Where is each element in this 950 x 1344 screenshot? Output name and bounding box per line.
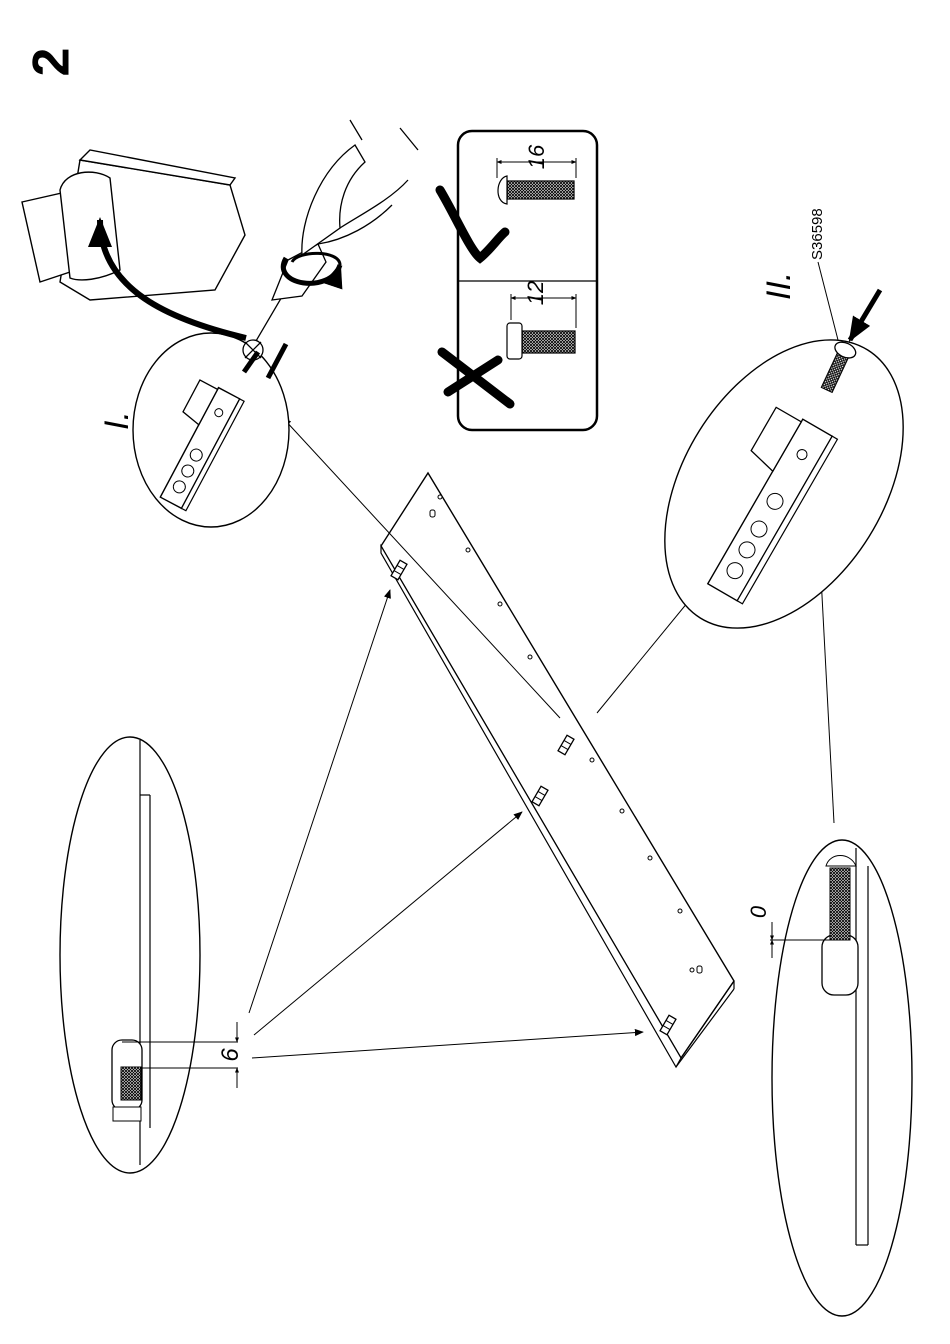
detail-2-callout: [615, 290, 950, 671]
offset-dimension-value: 6: [217, 1048, 244, 1062]
screwdriver-hand: [243, 120, 418, 360]
part-code-leader: [818, 262, 838, 340]
waste-bin-icon: [22, 150, 245, 300]
arrow-to-detail-2: [597, 591, 697, 713]
detail-gap-callout: [772, 840, 912, 1316]
correct-screw-length: 16: [524, 144, 549, 169]
step-number: 2: [23, 48, 81, 77]
arrow-to-top-bracket: [249, 590, 390, 1013]
step-number-text: 2: [23, 48, 81, 77]
arrow-to-mid-bracket: [254, 812, 522, 1035]
detail-offset-callout: [60, 737, 200, 1173]
detail-1-label: I.: [98, 411, 136, 430]
detail-1-callout: [133, 333, 289, 527]
arrow-to-detail-1: [283, 418, 560, 718]
arrow-to-bottom-bracket: [252, 1032, 643, 1058]
detail-2-part-code: S36598: [809, 208, 826, 260]
gap-dimension-value: 0: [746, 905, 771, 918]
detail-2-label: II.: [760, 272, 798, 300]
wrong-screw-length: 12: [523, 281, 548, 305]
screw-check-box: 16 12: [440, 131, 597, 430]
